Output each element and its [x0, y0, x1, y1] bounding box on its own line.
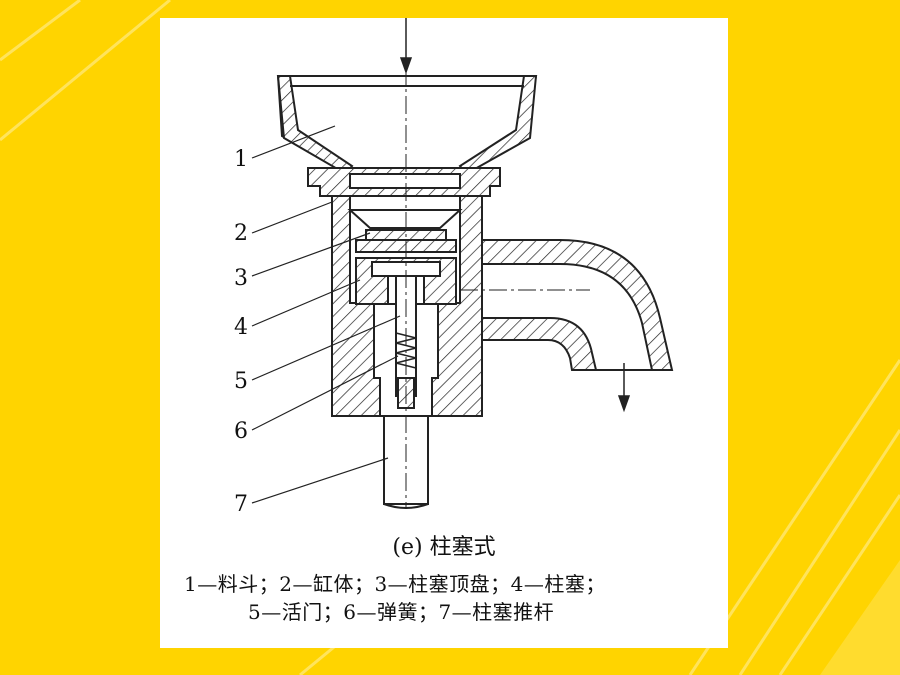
parts-legend-line-2: 5—活门；6—弹簧；7—柱塞推杆 — [248, 600, 555, 624]
parts-legend-line-1: 1—料斗；2—缸体；3—柱塞顶盘；4—柱塞； — [184, 572, 606, 596]
outflow-arrow — [617, 363, 631, 413]
discharge-spout — [481, 239, 674, 371]
figure-caption: (e) 柱塞式 — [392, 535, 496, 560]
part-number-2: 2 — [234, 221, 248, 246]
hopper — [276, 75, 538, 177]
inflow-arrow — [399, 18, 413, 75]
part-number-4: 4 — [234, 315, 248, 340]
figure-panel: 1 2 3 4 5 6 7 (e) 柱塞式 1—料斗；2—缸体；3—柱塞顶盘；4… — [160, 18, 728, 648]
leader-lines — [251, 125, 401, 504]
plunger-top-plate — [347, 209, 463, 253]
part-number-6: 6 — [234, 419, 248, 444]
dispenser-valve-diagram: 1 2 3 4 5 6 7 — [234, 18, 674, 517]
part-number-7: 7 — [234, 492, 248, 517]
part-number-5: 5 — [234, 369, 248, 394]
part-number-1: 1 — [234, 147, 248, 172]
part-number-3: 3 — [234, 266, 248, 291]
